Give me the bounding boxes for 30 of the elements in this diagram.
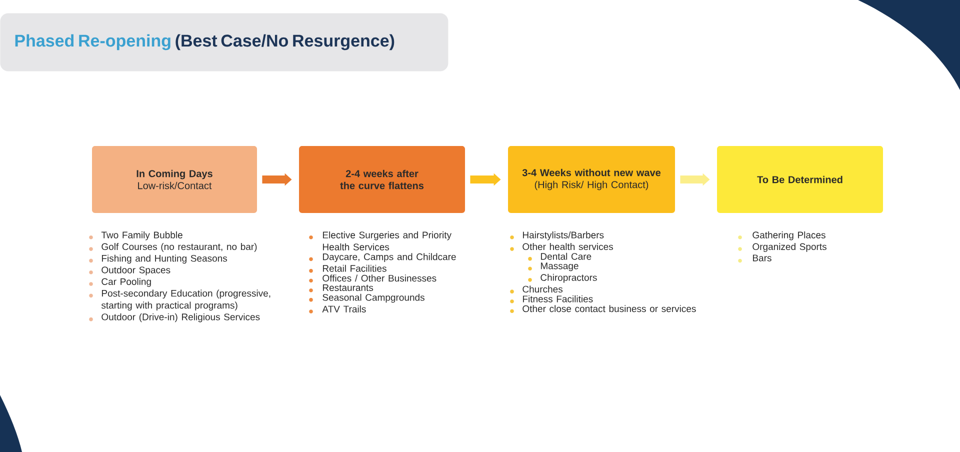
list-item: Other health services xyxy=(522,243,613,250)
list-item: Massage xyxy=(541,262,578,272)
list-item: Dental Care xyxy=(541,252,592,260)
list-item: Car Pooling xyxy=(102,278,151,287)
phase-box: 2-4 weeks after the curve flattens xyxy=(299,146,465,213)
list-item: Fishing and Hunting Seasons xyxy=(102,254,228,264)
list-item: Chiropractors xyxy=(540,274,597,283)
phase-box: In Coming Days Low-risk/Contact xyxy=(92,146,257,213)
list-item: Churches xyxy=(522,286,563,293)
list-item: Elective Surgeries and Priority Health Services xyxy=(323,231,452,250)
list-item: Hairstylists/Barbers xyxy=(523,231,604,240)
list-item: Seasonal Campgrounds xyxy=(322,294,424,303)
list-item: Golf Courses (no restaurant, no bar) xyxy=(102,243,257,252)
title-band: Phased Re-opening (Best Case/No Resurgence) xyxy=(0,13,448,72)
list-item: Outdoor Spaces xyxy=(102,266,170,276)
list-item: Post-secondary Education (progressive, starting with practical programs) xyxy=(101,290,270,311)
list-item: Gathering Places xyxy=(752,231,826,240)
list-item: Outdoor (Drive-in) Religious Services xyxy=(102,313,260,322)
list-item: Other close contact business or services xyxy=(522,305,696,312)
list-item: Two Family Bubble xyxy=(101,231,182,240)
list-item: ATV Trails xyxy=(322,305,366,312)
list-item: Daycare, Camps and Childcare xyxy=(323,253,456,262)
phase-box: 3-4 Weeks without new wave (High Risk/ High Contact) xyxy=(508,146,675,213)
list-item: Retail Facilities xyxy=(323,264,386,272)
list-item: Bars xyxy=(753,254,772,262)
list-item: Organized Sports xyxy=(752,243,826,252)
list-item: Fitness Facilities xyxy=(523,295,593,302)
list-item: Restaurants xyxy=(323,284,374,292)
phase-box: To Be Determined xyxy=(717,146,884,213)
list-item: Offices / Other Businesses xyxy=(322,274,436,282)
